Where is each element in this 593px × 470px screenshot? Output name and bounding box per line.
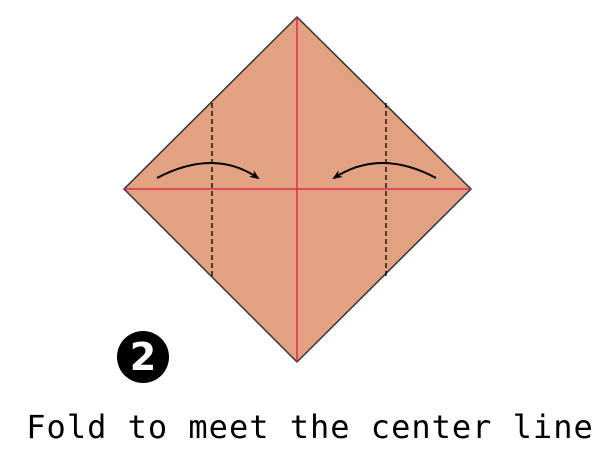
instruction-caption: Fold to meet the center line [26, 408, 593, 446]
curved-arrow-right-icon [156, 162, 260, 180]
curved-arrow-left-icon [332, 162, 437, 180]
step-number-badge: 2 [117, 331, 169, 383]
